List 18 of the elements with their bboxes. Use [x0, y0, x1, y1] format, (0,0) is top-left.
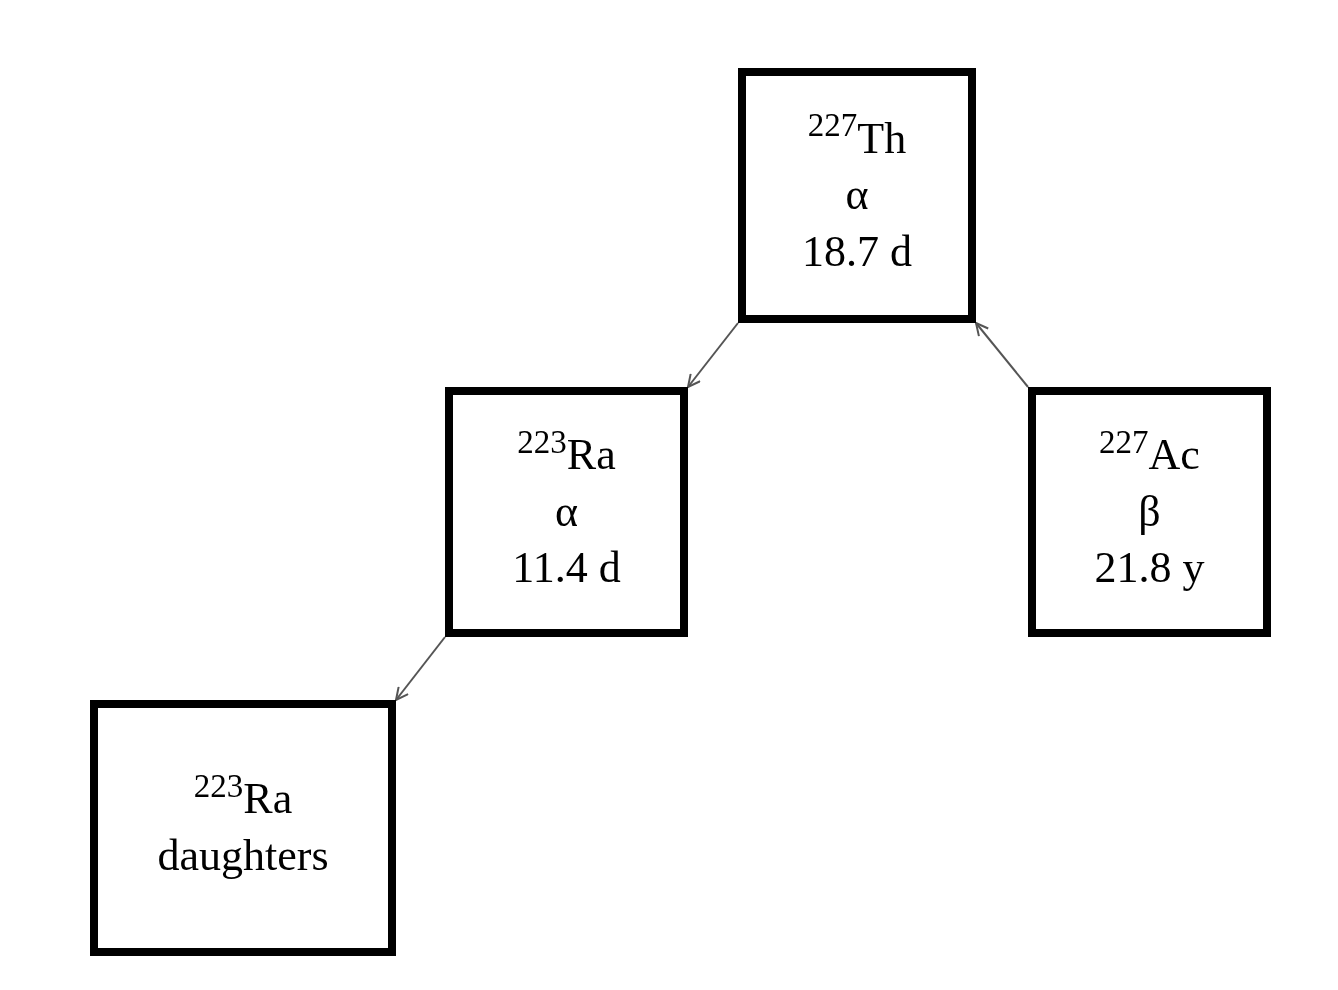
nuclide-text: $^{223}$Ra	[193, 774, 293, 825]
nuclide-text: α	[845, 170, 869, 221]
arrow	[395, 636, 446, 701]
nuclide-text: $^{223}$Ra	[517, 430, 616, 481]
nuclide-text: 18.7 d	[802, 226, 912, 278]
nuclide-text: 11.4 d	[512, 543, 621, 594]
nuclide-text: $^{227}$Ac	[1099, 430, 1200, 481]
arrow	[687, 322, 739, 388]
nuclide-box	[90, 700, 396, 956]
nuclide-box	[445, 387, 688, 637]
nuclide-text: β	[1138, 486, 1161, 538]
arrow	[975, 322, 1029, 388]
nuclide-text: α	[554, 486, 579, 538]
nuclide-box	[1028, 387, 1271, 637]
nuclide-text: $^{227}$Th	[807, 113, 907, 165]
nuclide-text: daughters	[157, 831, 329, 882]
nuclide-box	[738, 68, 976, 323]
nuclide-text: 21.8 y	[1094, 543, 1205, 594]
